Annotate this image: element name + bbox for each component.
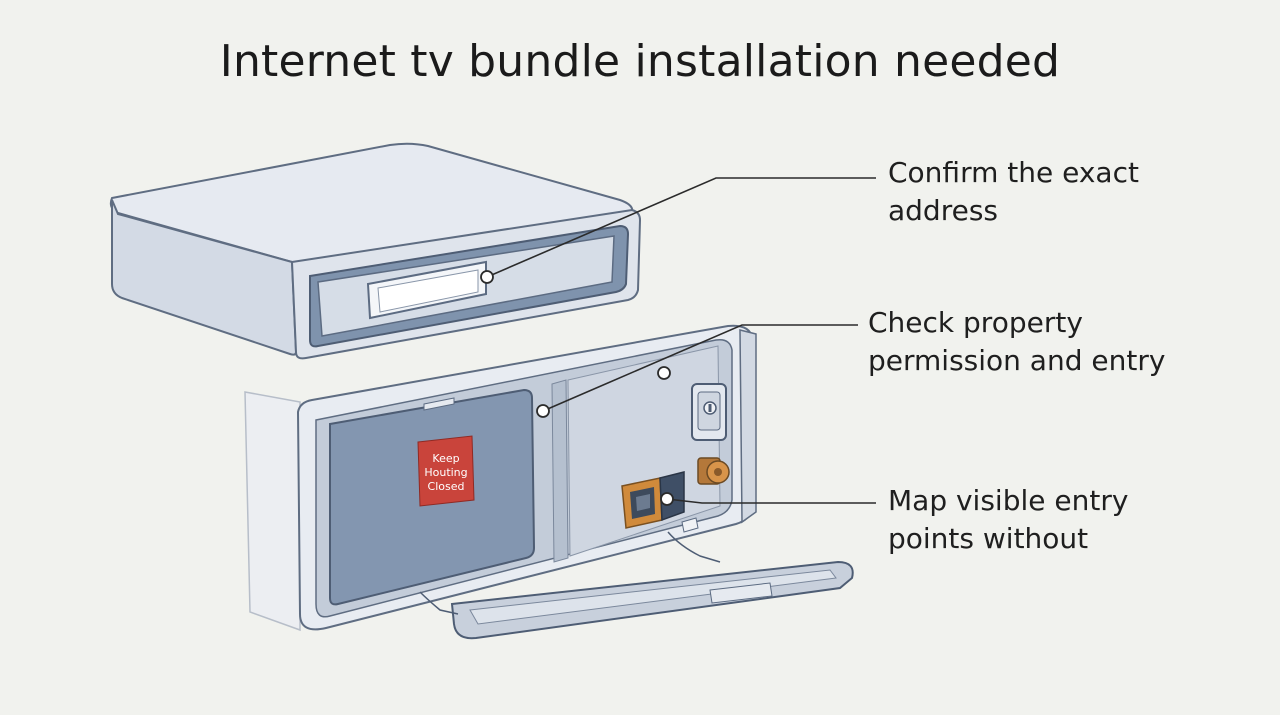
leader-line-address	[486, 177, 876, 278]
leader-line-permission	[542, 324, 858, 412]
callout-line: points without	[888, 522, 1089, 555]
callout-line: Map visible entry	[888, 484, 1129, 517]
callout-line: address	[888, 194, 999, 227]
service-housing	[244, 324, 854, 640]
callout-map-entry-points: Map visible entry points without	[888, 482, 1128, 558]
page-title: Internet tv bundle installation needed	[219, 36, 1061, 87]
anchor-dot-permission	[536, 404, 550, 418]
leader-lines	[486, 177, 876, 504]
callout-line: permission and entry	[868, 344, 1166, 377]
leader-line-entry-points	[666, 498, 876, 504]
sticker-line-2: Houting	[424, 466, 467, 479]
warning-sticker: Keep Houting Closed	[417, 435, 475, 507]
callout-line: Confirm the exact	[888, 156, 1139, 189]
anchor-dots	[480, 270, 674, 506]
sticker-line-3: Closed	[428, 480, 465, 493]
set-top-box	[109, 142, 642, 360]
anchor-dot-housing	[657, 366, 671, 380]
callout-check-permission: Check property permission and entry	[868, 304, 1165, 380]
anchor-dot-address	[480, 270, 494, 284]
sticker-line-1: Keep	[432, 452, 459, 465]
coax-port-icon	[697, 457, 730, 485]
callout-line: Check property	[868, 306, 1083, 339]
callout-confirm-address: Confirm the exact address	[888, 154, 1139, 230]
lock-icon	[691, 383, 727, 441]
anchor-dot-entry-points	[660, 492, 674, 506]
